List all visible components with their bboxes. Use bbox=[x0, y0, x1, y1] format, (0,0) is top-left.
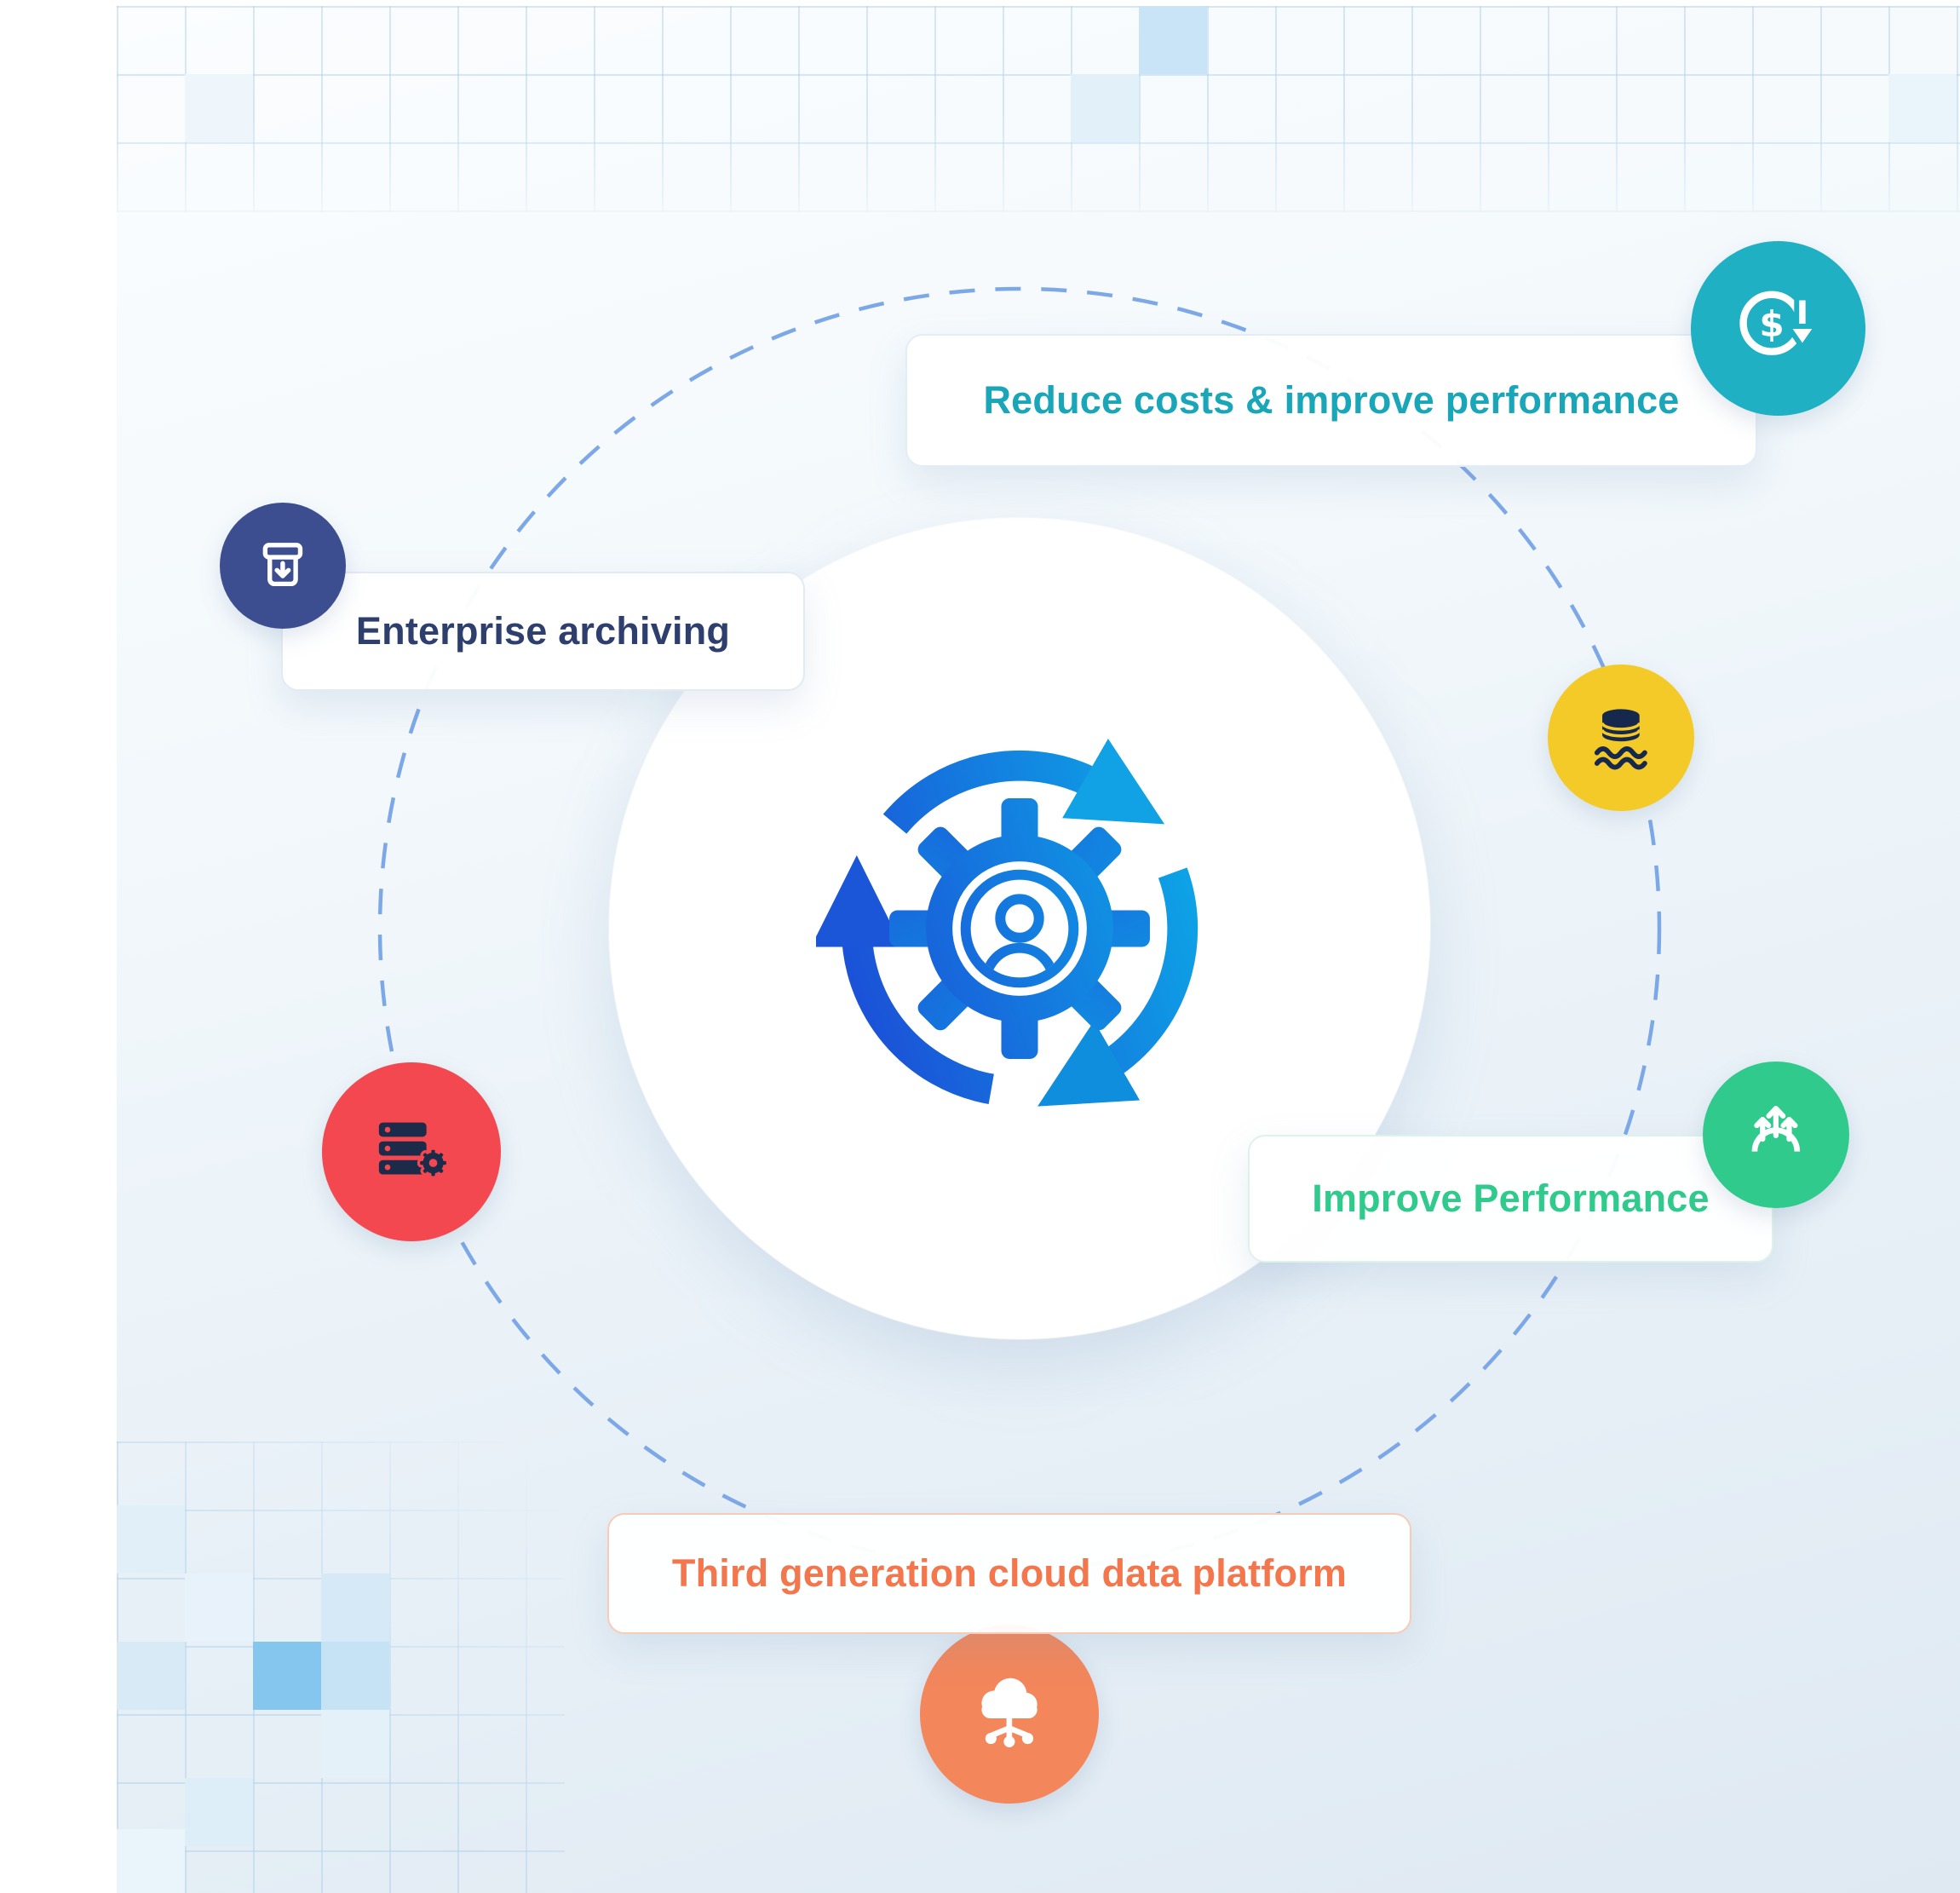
callout-reduce-costs-label: Reduce costs & improve performance bbox=[983, 378, 1680, 422]
user-gear-sync-icon bbox=[816, 739, 1198, 1107]
grid-cell-accent bbox=[185, 1574, 253, 1642]
grid-cell-accent bbox=[117, 1505, 185, 1574]
dollar-glyph: $ bbox=[1759, 303, 1784, 345]
growth-arrows-badge bbox=[1703, 1062, 1849, 1208]
growth-arrows-icon bbox=[1751, 1106, 1801, 1152]
callout-enterprise-archiving-label: Enterprise archiving bbox=[355, 609, 731, 653]
grid-cell-accent bbox=[1071, 74, 1139, 142]
grid-cell-accent bbox=[185, 74, 253, 142]
background-grid-top bbox=[117, 6, 1960, 212]
grid-cell-accent bbox=[117, 1829, 185, 1893]
callout-improve-performance-label: Improve Performance bbox=[1312, 1177, 1710, 1220]
user-gear bbox=[889, 798, 1150, 1059]
callout-improve-performance: Improve Performance bbox=[1248, 1135, 1773, 1263]
server-gear-icon bbox=[378, 1122, 450, 1179]
grid-cell-accent bbox=[185, 1778, 253, 1846]
cost-reduction-badge: $ bbox=[1691, 241, 1865, 416]
cloud-network-badge bbox=[920, 1625, 1099, 1804]
grid-cell-accent bbox=[321, 1642, 389, 1710]
archive-box-icon bbox=[262, 543, 303, 587]
grid-cell-accent bbox=[253, 1642, 321, 1710]
server-gear-badge bbox=[322, 1062, 501, 1241]
grid-cell-accent bbox=[321, 1710, 389, 1778]
grid-cell-accent bbox=[1139, 6, 1207, 74]
callout-enterprise-archiving: Enterprise archiving bbox=[281, 572, 805, 691]
data-lake-badge bbox=[1548, 665, 1694, 811]
data-lake-icon bbox=[1595, 709, 1647, 770]
dashed-orbit-circle bbox=[377, 286, 1662, 1571]
grid-cell-accent bbox=[1888, 74, 1957, 142]
archive-box-badge bbox=[220, 503, 346, 629]
cloud-network-icon bbox=[981, 1677, 1037, 1748]
grid-cell-accent bbox=[117, 1642, 185, 1710]
sync-arrows bbox=[816, 739, 1198, 1107]
callout-reduce-costs: Reduce costs & improve performance bbox=[905, 334, 1757, 467]
callout-cloud-platform: Third generation cloud data platform bbox=[607, 1513, 1411, 1634]
cost-reduction-icon: $ bbox=[1739, 291, 1820, 355]
callout-cloud-platform-label: Third generation cloud data platform bbox=[671, 1551, 1348, 1595]
grid-cell-accent bbox=[321, 1574, 389, 1642]
